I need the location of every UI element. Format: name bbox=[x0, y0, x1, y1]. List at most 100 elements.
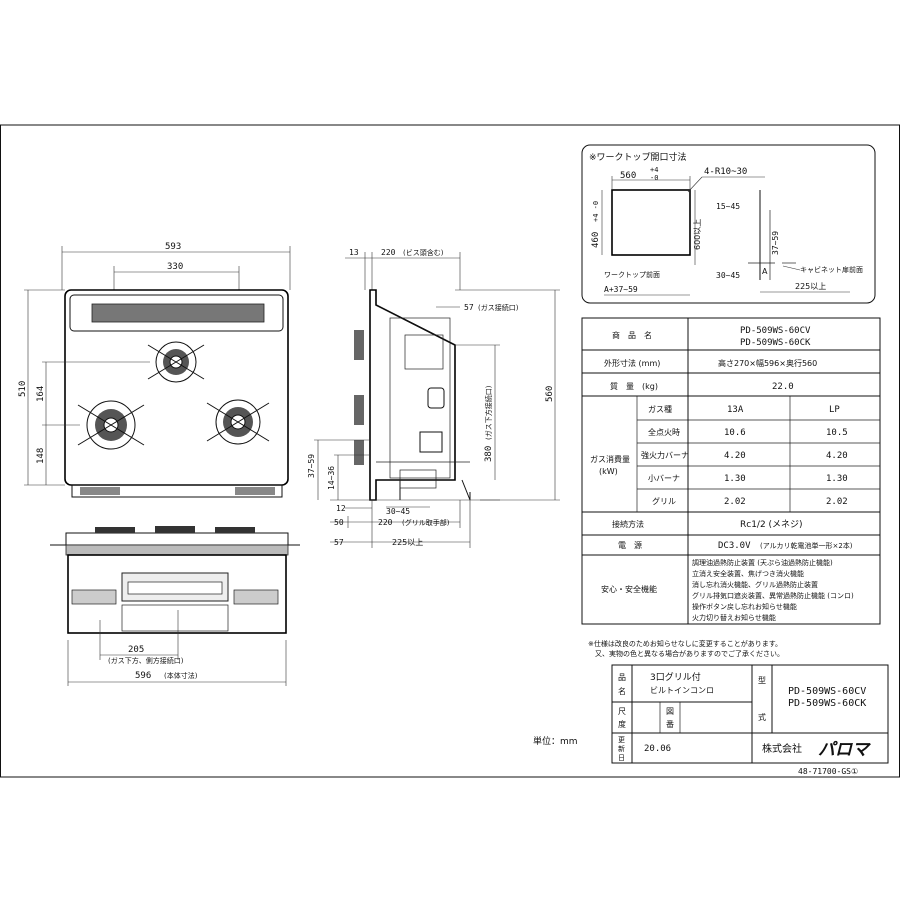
side-d57b: 57 bbox=[334, 538, 344, 547]
spec-row-label: 小バーナ bbox=[648, 474, 680, 483]
cutout-corner: 4-R10~30 bbox=[704, 167, 747, 177]
spec-product-name-1: PD-509WS-60CV bbox=[740, 326, 811, 336]
tb-date-label-3: 日 bbox=[618, 754, 625, 762]
spec-row-a: 10.6 bbox=[724, 428, 746, 438]
spec-connection-label: 接続方法 bbox=[612, 519, 644, 529]
spec-row-label: 強火力バーナ bbox=[641, 450, 689, 460]
cutout-a-mark: A bbox=[762, 267, 768, 276]
note-line-2: 又、実物の色と異なる場合がありますのでご了承ください。 bbox=[595, 649, 784, 658]
spec-power-label: 電 源 bbox=[618, 541, 642, 550]
cutout-width-tol-minus: -0 bbox=[650, 174, 658, 182]
spec-row-b: 2.02 bbox=[826, 497, 848, 507]
front-d596-note: (本体寸法) bbox=[164, 671, 198, 680]
front-d205-note: (ガス下方、側方接続口) bbox=[108, 656, 184, 665]
side-d50: 50 bbox=[334, 518, 344, 527]
front-d596: 596 bbox=[135, 671, 151, 681]
cutout-width: 560 bbox=[620, 171, 636, 181]
side-d380: 380 bbox=[484, 446, 494, 462]
spec-safety-line: 火力切り替えお知らせ機能 bbox=[692, 613, 776, 622]
side-d220-note: (ビス頭含む) bbox=[403, 248, 444, 257]
spec-dimensions-value: 高さ270×幅596×奥行560 bbox=[718, 358, 817, 368]
side-d37: 37~59 bbox=[307, 454, 316, 478]
side-d13: 13 bbox=[349, 248, 359, 257]
side-view: 13 220 (ビス頭含む) 57 (ガス接続口) 560 380 (ガス下方接… bbox=[307, 248, 560, 548]
unit-label: 単位：mm bbox=[533, 735, 578, 747]
spec-row-b: 1.30 bbox=[826, 474, 848, 484]
top-h148: 148 bbox=[36, 448, 46, 464]
side-d560: 560 bbox=[545, 386, 555, 402]
tb-scale-label-2: 度 bbox=[618, 719, 626, 729]
spec-gas-13a: 13A bbox=[727, 405, 744, 415]
document-number: 48-71700-GS① bbox=[798, 767, 858, 776]
spec-safety-label: 安心・安全機能 bbox=[601, 584, 657, 594]
title-block: 品 名 3口グリル付 ビルトインコンロ 型 式 PD-509WS-60CV PD… bbox=[611, 664, 889, 764]
spec-safety-line: 操作ボタン戻し忘れお知らせ機能 bbox=[692, 602, 797, 611]
side-d12: 12 bbox=[336, 504, 346, 513]
spec-consumption-unit: (kW) bbox=[599, 467, 618, 476]
spec-row-a: 2.02 bbox=[724, 497, 746, 507]
rear-burner bbox=[147, 341, 205, 383]
spec-safety-line: 調理油過熱防止装置 (天ぷら油過熱防止機能) bbox=[692, 558, 833, 567]
cutout-width-tol-plus: +4 bbox=[650, 166, 658, 174]
spec-connection-value: Rc1/2 (メネジ) bbox=[740, 519, 803, 530]
side-d380-note: (ガス下方接続口) bbox=[484, 385, 493, 440]
right-burner bbox=[206, 399, 270, 445]
front-view: 205 (ガス下方、側方接続口) 596 (本体寸法) bbox=[50, 526, 300, 686]
side-d225: 225以上 bbox=[392, 538, 423, 547]
side-d220b: 220 bbox=[378, 518, 393, 527]
tb-name-line1: 3口グリル付 bbox=[650, 671, 701, 683]
side-d57: 57 bbox=[464, 303, 474, 312]
tb-date-label-2: 新 bbox=[618, 744, 625, 753]
tb-type-label-1: 型 bbox=[758, 676, 766, 685]
top-w593: 593 bbox=[165, 242, 181, 252]
side-d14: 14~36 bbox=[327, 466, 336, 490]
cutout-depth600: 600以上 bbox=[693, 219, 702, 250]
side-d220: 220 bbox=[381, 248, 396, 257]
tb-name-line2: ビルトインコンロ bbox=[650, 686, 714, 695]
top-w330: 330 bbox=[167, 262, 183, 272]
spec-row-b: 4.20 bbox=[826, 451, 848, 461]
tb-date-value: 20.06 bbox=[644, 744, 671, 754]
tb-name-label-1: 品 bbox=[618, 673, 626, 682]
tb-scale-label-1: 尺 bbox=[618, 707, 626, 716]
note-line-1: ※仕様は改良のためお知らせなしに変更することがあります。 bbox=[588, 639, 782, 648]
tb-date-label-1: 更 bbox=[618, 736, 625, 744]
spec-gas-lp: LP bbox=[829, 405, 840, 415]
tb-type-line1: PD-509WS-60CV bbox=[788, 686, 866, 697]
tb-company-logo: パロマ bbox=[818, 740, 871, 760]
side-d220b-note: (グリル取手部) bbox=[402, 518, 450, 527]
spec-gas-type-label: ガス種 bbox=[648, 404, 672, 414]
tb-drawing-label-2: 番 bbox=[666, 719, 674, 729]
cutout-cabinet-label: キャビネット扉前面 bbox=[800, 265, 863, 274]
spec-product-name-label: 商 品 名 bbox=[612, 330, 652, 340]
spec-mass-label: 質 量 (kg) bbox=[610, 381, 658, 391]
cutout-front-label: ワークトップ前面 bbox=[604, 270, 660, 279]
spec-power-note: (アルカリ乾電池単一形×2本) bbox=[760, 541, 853, 550]
spec-row-label: グリル bbox=[652, 496, 676, 506]
cutout-diagram: ※ワークトップ開口寸法 560 +4 -0 4-R10~30 460 +4 -0… bbox=[581, 144, 876, 304]
cutout-d30: 30~45 bbox=[716, 271, 740, 280]
spec-mass-value: 22.0 bbox=[772, 382, 794, 392]
spec-row-label: 全点火時 bbox=[648, 427, 680, 437]
spec-dimensions-label: 外形寸法 (mm) bbox=[604, 358, 660, 368]
spec-row-a: 4.20 bbox=[724, 451, 746, 461]
spec-safety-line: グリル排気口遮炎装置、異常過熱防止機能 (コンロ) bbox=[692, 591, 854, 600]
cutout-d225: 225以上 bbox=[795, 282, 826, 291]
cutout-a-label: A+37~59 bbox=[604, 285, 638, 294]
front-d205: 205 bbox=[128, 645, 144, 655]
tb-type-line2: PD-509WS-60CK bbox=[788, 698, 866, 709]
top-h164: 164 bbox=[36, 386, 46, 402]
tb-type-label-2: 式 bbox=[758, 712, 766, 722]
spec-safety-line: 立消え安全装置、焦げつき消火機能 bbox=[692, 569, 804, 578]
spec-safety-line: 消し忘れ消火機能、グリル過熱防止装置 bbox=[692, 580, 818, 589]
cutout-d37: 37~59 bbox=[771, 231, 780, 255]
cutout-height-tol: +4 -0 bbox=[592, 201, 600, 222]
top-h510: 510 bbox=[18, 381, 28, 397]
tb-company-prefix: 株式会社 bbox=[762, 742, 802, 755]
cutout-height: 460 bbox=[591, 232, 601, 248]
spec-row-a: 1.30 bbox=[724, 474, 746, 484]
cutout-d15: 15~45 bbox=[716, 202, 740, 211]
top-view: 593 330 bbox=[18, 242, 291, 498]
tb-drawing-label-1: 図 bbox=[666, 707, 674, 716]
left-burner bbox=[77, 400, 145, 450]
